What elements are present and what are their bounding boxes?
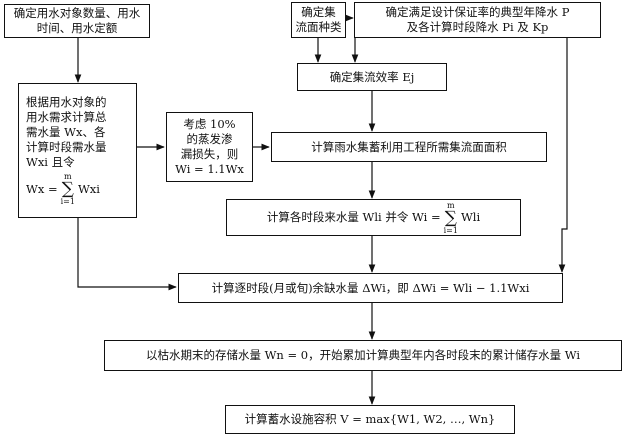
node-water-demand-line-5: Wxi 且令 (26, 155, 75, 169)
node-catchment-type: 确定集 流面种类 (291, 2, 346, 38)
sum-lower-limit: i=1 (443, 225, 458, 235)
node-water-demand-line-3: 需水量 Wx、各 (26, 125, 106, 139)
node-water-users-line-2: 时间、用水定额 (36, 21, 118, 35)
sum-upper-limit: m (446, 200, 455, 210)
sum-lower-limit: i=1 (60, 197, 75, 206)
node-evaporation-loss-line-2: 的蒸发渗 (186, 132, 233, 146)
node-water-demand-line-1: 根据用水对象的 (26, 95, 107, 109)
node-collection-efficiency: 确定集流效率 Ej (297, 63, 447, 91)
node-design-rainfall-line-2: 及各计算时段降水 Pi 及 Kp (406, 20, 549, 34)
node-storage-volume-text: 计算蓄水设施容积 V = max{W1, W2, …, Wn} (244, 412, 496, 426)
formula-term: Wli (460, 210, 481, 224)
node-water-demand-formula: Wx = m ∑ i=1 Wxi (26, 172, 107, 206)
node-evaporation-loss-line-1: 考虑 10% (183, 117, 236, 131)
node-inflow-per-period: 计算各时段来水量 Wli 并令 Wi = m ∑ i=1 Wli (226, 199, 521, 236)
node-design-rainfall-line-1: 确定满足设计保证率的典型年降水 P (385, 5, 570, 19)
node-inflow-per-period-text: 计算各时段来水量 Wli 并令 Wi = (266, 210, 441, 224)
summation-sign: m ∑ i=1 (443, 200, 458, 235)
node-evaporation-loss-line-3: 漏损失，则 (180, 147, 239, 161)
node-collection-efficiency-text: 确定集流效率 Ej (329, 69, 415, 84)
arrow-n5-n9 (77, 218, 177, 291)
sum-upper-limit: m (63, 172, 72, 181)
node-surplus-deficit: 计算逐时段(月或旬)余缺水量 ΔWi，即 ΔWi = Wli − 1.1Wxi (178, 273, 563, 303)
node-evaporation-loss: 考虑 10% 的蒸发渗 漏损失，则 Wi = 1.1Wx (166, 112, 253, 182)
node-water-demand-line-2: 用水需求计算总 (26, 110, 107, 124)
node-cumulative-storage: 以枯水期末的存储水量 Wn = 0，开始累加计算典型年内各时段末的累计储存水量 … (104, 340, 622, 371)
node-water-demand-line-4: 计算时段需水量 (26, 140, 107, 154)
node-cumulative-storage-text: 以枯水期末的存储水量 Wn = 0，开始累加计算典型年内各时段末的累计储存水量 … (145, 348, 581, 362)
node-catchment-type-line-2: 流面种类 (295, 20, 342, 34)
node-evaporation-loss-line-4: Wi = 1.1Wx (175, 162, 244, 176)
formula-term: Wxi (77, 181, 100, 196)
node-storage-volume: 计算蓄水设施容积 V = max{W1, W2, …, Wn} (225, 405, 515, 434)
summation-sign: m ∑ i=1 (60, 172, 75, 206)
node-catchment-area-text: 计算雨水集蓄利用工程所需集流面面积 (311, 139, 507, 154)
node-design-rainfall: 确定满足设计保证率的典型年降水 P 及各计算时段降水 Pi 及 Kp (354, 2, 601, 38)
node-catchment-area: 计算雨水集蓄利用工程所需集流面面积 (271, 132, 547, 162)
arrow-n3-n9 (558, 38, 568, 273)
node-surplus-deficit-text: 计算逐时段(月或旬)余缺水量 ΔWi，即 ΔWi = Wli − 1.1Wxi (211, 280, 530, 295)
formula-lhs: Wx = (26, 181, 58, 196)
node-catchment-type-line-1: 确定集 (301, 5, 336, 19)
node-water-users: 确定用水对象数量、用水 时间、用水定额 (4, 4, 150, 38)
node-water-users-line-1: 确定用水对象数量、用水 (13, 6, 141, 20)
node-water-demand: 根据用水对象的 用水需求计算总 需水量 Wx、各 计算时段需水量 Wxi 且令 … (18, 83, 137, 218)
